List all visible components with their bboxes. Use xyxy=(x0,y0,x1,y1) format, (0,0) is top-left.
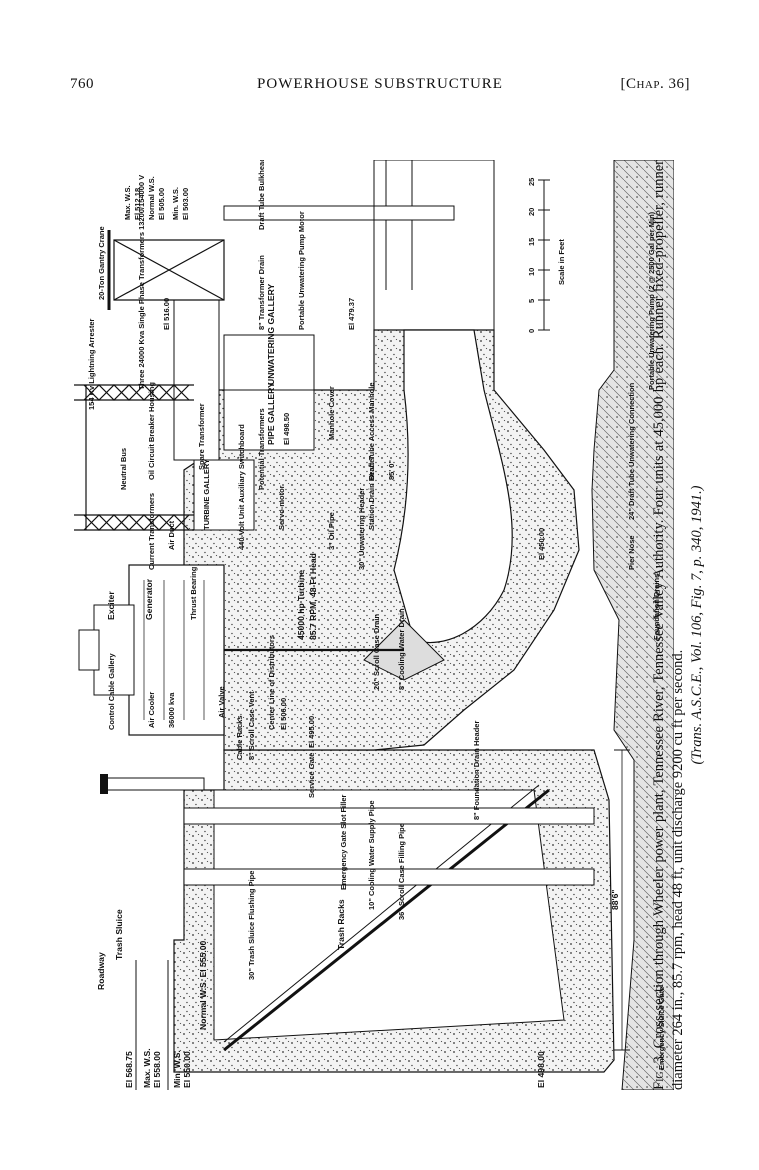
label-air-valve: Air Valve xyxy=(217,686,226,718)
label-scroll-case-vent: 8" Scroll Case Vent xyxy=(247,691,256,760)
label-max-ws-left: Max. W.S. xyxy=(142,1048,152,1088)
label-el-568: El 568.75 xyxy=(124,1051,134,1088)
scale-bar xyxy=(538,179,550,331)
label-cooling-water-drain: 8" Cooling Water Drain xyxy=(397,608,406,690)
label-turbine-rpm: 85.7 RPM, 48-Ft Head xyxy=(308,553,318,640)
label-el-498: El 498.00 xyxy=(536,1051,546,1088)
label-air-cooler: Air Cooler xyxy=(147,692,156,728)
label-turbine-hp: 45000 hp Turbine xyxy=(296,570,306,640)
label-min-ws-right-val: El 503.00 xyxy=(181,188,190,220)
label-tube-dim: 85' 0" xyxy=(387,460,396,480)
label-trash-sluice-pipe: 30" Trash Sluice Flushing Pipe xyxy=(247,871,256,980)
running-title: POWERHOUSE SUBSTRUCTURE xyxy=(257,76,503,92)
label-portable-pump: Portable Unwatering Pump (2 @ 2500 Gal p… xyxy=(647,211,656,390)
label-portable-motor: Portable Unwatering Pump Motor xyxy=(297,211,306,330)
label-el-479: El 479.37 xyxy=(347,298,356,330)
label-oil-pipe: 3" Oil Pipe xyxy=(327,512,336,550)
label-normal-ws-right-val: El 505.00 xyxy=(157,188,166,220)
label-pier-nose: Pier Nose xyxy=(627,535,636,570)
foundation-ground xyxy=(591,160,674,1090)
label-cooling-water-supply: 10" Cooling Water Supply Pipe xyxy=(367,800,376,910)
label-control-cable-gallery: Control Cable Gallery xyxy=(107,652,116,730)
label-normal-ws: Normal W.S. El 555.00 xyxy=(198,940,208,1030)
label-trash-racks: Trash Racks xyxy=(336,899,346,950)
label-dimension: 88'6" xyxy=(610,890,620,910)
label-service-gate: Service Gate xyxy=(307,753,316,798)
label-max-ws-right-val: El 512.18 xyxy=(133,188,142,220)
label-potential-transformers: Potential Transformers xyxy=(257,408,266,490)
label-kva: 36000 kva xyxy=(167,692,176,728)
label-cable-racks: Cable Racks xyxy=(235,715,244,760)
label-generator: Generator xyxy=(144,578,154,620)
label-min-ws-right: Min. W.S. xyxy=(171,187,180,220)
label-scroll-case-filling: 36" Scroll Case Filling Pipe xyxy=(397,823,406,920)
label-transformer-drain: 8" Transformer Drain xyxy=(257,255,266,330)
label-max-ws-right: Max. W.S. xyxy=(123,185,132,220)
label-transformers: Three 24000 Kva Single Phase Transformer… xyxy=(137,175,146,390)
label-normal-ws-right: Normal W.S. xyxy=(147,176,156,220)
label-el-498-50: El 498.50 xyxy=(282,413,291,445)
label-oil-breaker: Oil Circuit Breaker Housing xyxy=(147,382,156,480)
label-max-ws-left-val: El 558.00 xyxy=(152,1051,162,1088)
scale-tick-5: 5 xyxy=(527,299,536,303)
label-el-450: El 450.00 xyxy=(537,528,546,560)
label-scroll-case-drain: 20" Scroll Case Drain xyxy=(372,613,381,690)
label-el-495: El 495.00 xyxy=(307,716,316,748)
page-header: 760 POWERHOUSE SUBSTRUCTURE [Chap. 36] xyxy=(70,76,690,98)
scale-tick-15: 15 xyxy=(527,238,536,246)
label-pipe-gallery: PIPE GALLERY xyxy=(266,382,276,445)
lattice-tower xyxy=(74,384,194,531)
label-bulkhead-gate: Draft Tube Bulkhead Gate xyxy=(257,160,266,230)
cross-section-drawing: El 568.75 Max. W.S. El 558.00 Min. W.S. … xyxy=(74,160,674,1090)
label-exciter: Exciter xyxy=(106,591,116,620)
label-current-transformers: Current Transformers xyxy=(147,493,156,570)
label-lightning-arrester: 154 Kv Lightning Arrester xyxy=(87,319,96,410)
caption-fig-label: Fig. 3. xyxy=(651,1052,667,1090)
label-min-ws-left-val: El 550.00 xyxy=(182,1051,192,1088)
label-servo-motor: Servo-motor xyxy=(277,485,286,530)
label-el-506: El 506.00 xyxy=(279,698,288,730)
cross-section-figure: El 568.75 Max. W.S. El 558.00 Min. W.S. … xyxy=(74,160,674,1090)
label-station-drain-header: Station Drain Header xyxy=(367,456,376,530)
label-manhole-cover: Manhole Cover xyxy=(327,386,336,440)
label-draft-tube-manhole: Draft Tube Access Manhole xyxy=(367,382,376,480)
scale-tick-20: 20 xyxy=(527,208,536,216)
label-el-516: El 516.00 xyxy=(162,298,171,330)
scale-tick-10: 10 xyxy=(527,268,536,276)
label-foundation-drains: Foundation Drains xyxy=(652,574,661,640)
label-unwatering-gallery: UNWATERING GALLERY xyxy=(266,284,276,385)
label-gantry-crane: 20-Ton Gantry Crane xyxy=(97,226,106,300)
page-number: 760 xyxy=(70,76,94,92)
label-draft-tube-connection: 24" Draft Tube Unwatering Connection xyxy=(627,382,636,520)
scale-tick-0: 0 xyxy=(527,329,536,333)
label-auxiliary-switchboard: 440-Volt Unit Auxiliary Switchboard xyxy=(237,424,246,550)
label-turbine-gallery: TURBINE GALLERY xyxy=(202,459,211,530)
label-thrust-bearing: Thrust Bearing xyxy=(189,566,198,620)
label-scale: Scale in Feet xyxy=(557,239,566,285)
label-min-ws-left: Min. W.S. xyxy=(172,1050,182,1088)
label-emergency-sluice-gate: Emergency Sluice Gate xyxy=(657,987,666,1070)
gantry-crane xyxy=(107,230,225,310)
caption-reference: (Trans. A.S.C.E., Vol. 106, Fig. 7, p. 3… xyxy=(689,485,705,765)
label-neutral-bus: Neutral Bus xyxy=(119,448,128,490)
water-lines xyxy=(135,160,413,1090)
label-air-duct: Air Duct xyxy=(167,520,176,550)
label-roadway: Roadway xyxy=(96,952,106,990)
label-unwatering-header: 30" Unwatering Header xyxy=(357,488,366,570)
label-center-distributor: Center Line of Distributors xyxy=(267,635,276,730)
scale-tick-25: 25 xyxy=(527,178,536,186)
chapter-ref: [Chap. 36] xyxy=(620,76,690,92)
label-foundation-drain-header: 8" Foundation Drain Header xyxy=(472,721,481,820)
label-spare-transformer: Spare Transformer xyxy=(197,403,206,470)
draft-tube xyxy=(393,329,513,644)
label-trash-sluice: Trash Sluice xyxy=(114,909,124,960)
figure-caption: Fig. 3. Cross-section through Wheeler po… xyxy=(650,160,740,1090)
label-emergency-gate-slot: Emergency Gate Slot Filler xyxy=(339,794,348,890)
caption-text: Cross-section through Wheeler power plan… xyxy=(651,160,686,1090)
